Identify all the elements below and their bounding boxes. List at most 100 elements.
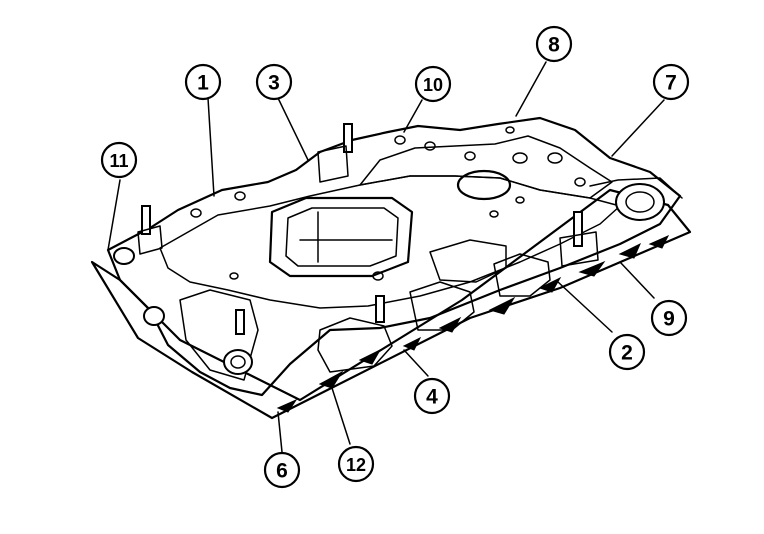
gasket-ports [276, 234, 670, 413]
lower-flange-outline [90, 188, 692, 420]
bolt-hole [190, 208, 202, 218]
callout-circle [535, 25, 573, 63]
callout-label: 1 [197, 72, 209, 95]
gasket-port [402, 336, 422, 351]
runner [429, 239, 507, 283]
callout-label: 6 [276, 460, 288, 483]
callout-circle [650, 299, 688, 337]
callout-11: 11 [100, 141, 138, 179]
bolt-hole [515, 196, 525, 204]
runner [317, 317, 393, 373]
stud [343, 123, 353, 153]
callout-9: 9 [650, 299, 688, 337]
bolt-hole [229, 272, 239, 280]
callout-8: 8 [535, 25, 573, 63]
callout-circle [184, 63, 222, 101]
callout-6: 6 [263, 451, 301, 489]
callout-circle [337, 445, 375, 483]
studs [141, 123, 583, 335]
callout-label: 4 [426, 386, 438, 409]
callout-circle [263, 451, 301, 489]
callout-4: 4 [413, 377, 451, 415]
runner [493, 253, 551, 297]
right-end-port [615, 183, 665, 221]
left-boss [143, 306, 165, 326]
stud [375, 295, 385, 323]
bolt-hole [424, 141, 436, 151]
sensor-block [137, 225, 163, 255]
top-deck-rear [359, 135, 613, 199]
callout-7: 7 [652, 63, 690, 101]
gasket-port [618, 242, 641, 259]
callout-label: 7 [665, 72, 677, 95]
top-deck-front [159, 175, 621, 309]
gasket-port [438, 316, 462, 333]
leader-4 [403, 349, 429, 377]
upper-plenum-outline [106, 116, 682, 397]
gasket-port [318, 370, 344, 389]
leader-9 [619, 261, 655, 299]
leader-6 [277, 411, 283, 453]
gasket-port [358, 348, 382, 365]
runner [179, 289, 259, 381]
callout-label: 9 [663, 308, 675, 331]
bolt-hole [512, 152, 528, 164]
gasket-port [578, 260, 606, 277]
callout-label: 10 [423, 75, 443, 95]
bolt-hole [372, 271, 384, 281]
sensor-block [559, 231, 599, 267]
throttle-opening-outer [268, 196, 414, 278]
leader-2 [557, 281, 613, 333]
leader-3 [277, 97, 309, 161]
callout-circle [413, 377, 451, 415]
leader-12 [331, 387, 351, 445]
callouts: 1 2 3 4 6 7 8 9 [100, 25, 690, 489]
front-boss [223, 349, 253, 375]
intake-manifold-illustration [90, 116, 692, 420]
leader-lines [107, 61, 665, 453]
sensor-block [317, 145, 349, 183]
bolt-hole [547, 152, 563, 164]
stud [573, 211, 583, 247]
callout-label: 8 [548, 34, 560, 57]
leader-11 [107, 179, 121, 251]
leader-1 [207, 97, 215, 197]
intake-runners [179, 239, 551, 381]
callout-circle [255, 63, 293, 101]
stud [235, 309, 245, 335]
bolt-hole [394, 135, 406, 145]
callout-2: 2 [608, 333, 646, 371]
leader-7 [611, 99, 665, 157]
runner [409, 281, 475, 331]
front-boss-hole [230, 355, 246, 369]
callout-circle [414, 65, 452, 103]
bolt-hole [574, 177, 586, 187]
left-end-port [113, 247, 135, 265]
leader-10 [403, 99, 423, 133]
deck-bolt-holes [190, 126, 586, 281]
gasket-port [276, 398, 298, 413]
right-end-boss-edge [589, 177, 683, 199]
callout-circle [100, 141, 138, 179]
right-end-port-inner [625, 191, 655, 213]
stud [141, 205, 151, 235]
bolt-hole [489, 210, 499, 218]
callout-3: 3 [255, 63, 293, 101]
callout-12: 12 [337, 445, 375, 483]
gasket-port [648, 234, 670, 249]
leader-8 [515, 61, 547, 117]
callout-1: 1 [184, 63, 222, 101]
gasket-port [488, 296, 516, 315]
callout-label: 12 [346, 455, 366, 475]
callout-label: 11 [109, 151, 128, 171]
callout-label: 2 [621, 342, 633, 365]
gasket-port [538, 276, 562, 293]
callout-10: 10 [414, 65, 452, 103]
callout-circle [608, 333, 646, 371]
callout-circle [652, 63, 690, 101]
callout-label: 3 [268, 72, 280, 95]
bolt-hole [234, 191, 246, 201]
bolt-hole [464, 151, 476, 161]
egr-port [456, 169, 512, 201]
